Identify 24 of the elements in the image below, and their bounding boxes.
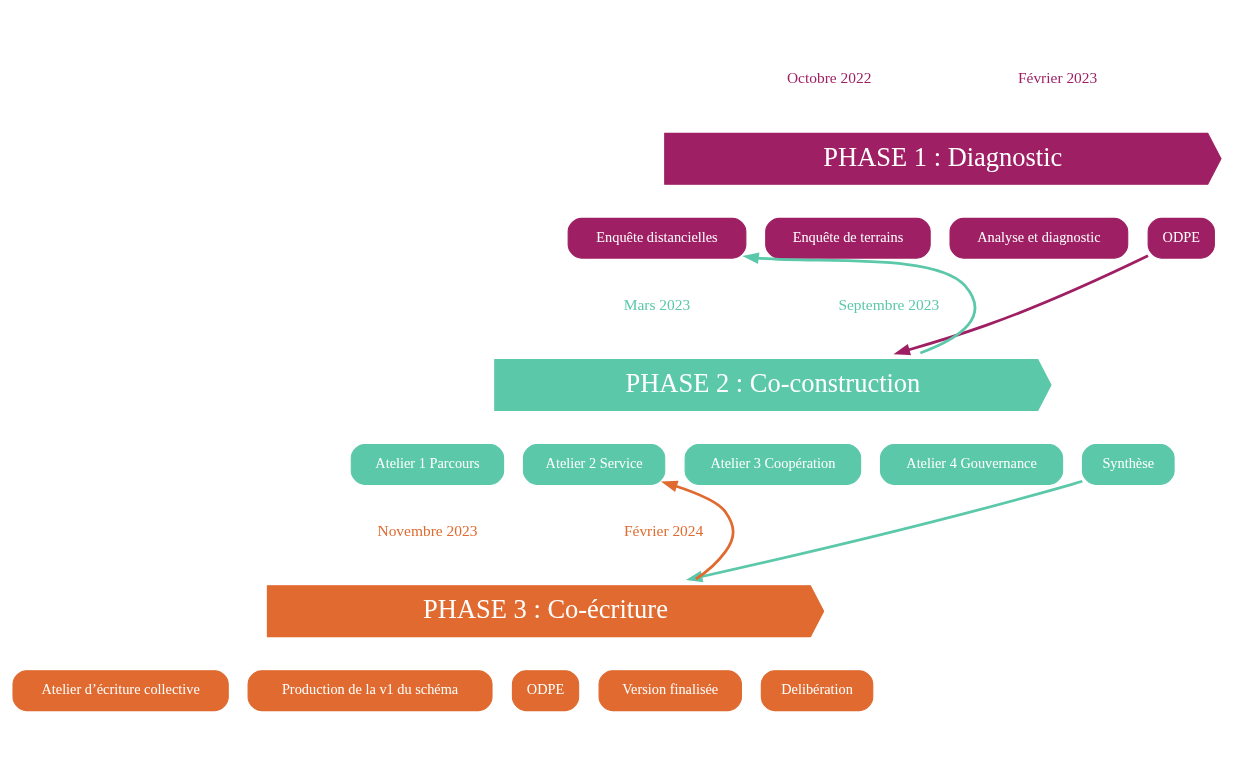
- node-box: Atelier 2 Service: [522, 443, 666, 485]
- node-box: Enquête de terrains: [765, 217, 931, 259]
- node-box: Enquête distancielles: [567, 217, 747, 259]
- node-box: Synthèse: [1081, 443, 1175, 485]
- label: Novembre 2023: [377, 521, 478, 539]
- arrow: [893, 254, 1149, 355]
- label: Février 2023: [1017, 68, 1098, 86]
- node-box: ODPE: [1147, 217, 1215, 259]
- arrow: [660, 480, 735, 580]
- node-box: ODPE: [511, 669, 580, 711]
- label: Septembre 2023: [838, 295, 940, 313]
- arrow: [685, 479, 1083, 582]
- node-box: Version finalisée: [598, 669, 742, 711]
- node-box: Atelier d’écriture collective: [12, 669, 229, 711]
- node-box: Production de la v1 du schéma: [247, 669, 493, 711]
- node-box: Analyse et diagnostic: [949, 217, 1129, 259]
- arrow: [742, 251, 977, 354]
- label: Février 2024: [623, 521, 704, 539]
- label: Mars 2023: [623, 295, 691, 313]
- node-box: Delibération: [760, 669, 874, 711]
- node-box: Atelier 4 Gouvernance: [879, 443, 1064, 485]
- node-box: Atelier 1 Parcours: [350, 443, 505, 485]
- node-box: Atelier 3 Coopération: [684, 443, 862, 485]
- label: Octobre 2022: [786, 68, 872, 86]
